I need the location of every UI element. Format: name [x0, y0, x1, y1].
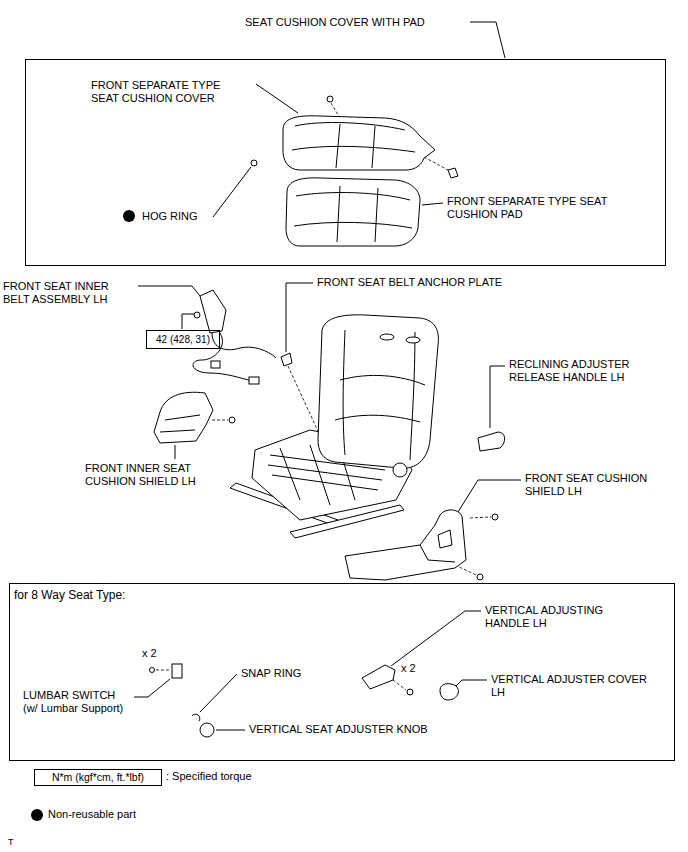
part-name: LUMBAR SWITCH (w/ Lumbar Support)	[23, 689, 126, 715]
seat-cushion-cover	[251, 160, 257, 166]
part-name: VERTICAL ADJUSTER COVER LH	[491, 673, 650, 699]
seat-belt-buckle	[249, 377, 259, 384]
seat-cushion-shield	[345, 510, 498, 580]
variant-heading: for 8 Way Seat Type:	[14, 589, 125, 602]
leader-line	[490, 366, 505, 428]
assembly-line	[470, 517, 491, 518]
seat-belt-buckle	[281, 353, 292, 366]
release-handle	[478, 432, 505, 451]
legend-text: : Specified torque	[166, 770, 252, 783]
torque-legend-box: N*m (kgf*cm, ft.*lbf)	[34, 769, 162, 786]
seat-frame	[230, 315, 438, 538]
seat-cushion-shield	[345, 510, 466, 580]
part-name: FRONT SEAT BELT ANCHOR PLATE	[317, 276, 502, 289]
seat-cushion-shield	[492, 514, 498, 520]
leader-line	[458, 480, 521, 512]
legend-swatch	[31, 809, 43, 821]
leader-line	[134, 679, 170, 697]
seat-frame	[406, 337, 420, 343]
leader-line	[456, 680, 487, 686]
assembly-line	[424, 157, 448, 170]
assembly-line	[455, 565, 476, 575]
inner-seat-shield	[229, 417, 235, 423]
seat-frame	[393, 463, 407, 477]
part-name: SNAP RING	[241, 667, 301, 680]
seat-cushion-shield	[477, 574, 483, 580]
part-name: FRONT INNER SEAT CUSHION SHIELD LH	[85, 462, 198, 488]
adjuster-parts	[362, 665, 395, 689]
seat-cushion-cover	[327, 96, 333, 102]
leader-line	[216, 730, 245, 731]
inner-seat-shield	[154, 392, 235, 443]
quantity-note: x 2	[142, 647, 157, 660]
part-name: VERTICAL SEAT ADJUSTER KNOB	[249, 723, 428, 736]
non-reusable-mark	[123, 210, 135, 222]
seat-cushion-cover	[292, 146, 415, 152]
leader-line	[134, 22, 521, 730]
seat-cushion-cover	[283, 116, 435, 170]
seat-cushion-shield	[420, 530, 455, 562]
non-reusable-mark	[123, 210, 135, 222]
seat-cushion-cover	[295, 123, 405, 130]
seat-belt-buckle	[200, 290, 226, 333]
legend-text: Non-reusable part	[48, 808, 136, 821]
assembly-line	[212, 420, 228, 421]
inner-seat-shield	[160, 415, 200, 432]
inner-seat-shield	[154, 392, 213, 443]
seat-cushion-cover	[448, 168, 458, 178]
part-name: FRONT SEAT CUSHION SHIELD LH	[525, 472, 650, 498]
seat-frame	[380, 334, 394, 340]
adjuster-parts	[407, 689, 413, 695]
part-name: VERTICAL ADJUSTING HANDLE LH	[485, 604, 606, 630]
part-name: FRONT SEPARATE TYPE SEAT CUSHION PAD	[447, 195, 610, 221]
part-name: RECLINING ADJUSTER RELEASE HANDLE LH	[509, 358, 633, 384]
figure-code: T	[8, 836, 14, 849]
leader-line	[286, 283, 313, 352]
group-heading: SEAT CUSHION COVER WITH PAD	[245, 16, 425, 29]
adjuster-parts	[150, 668, 155, 673]
leader-line	[391, 611, 481, 666]
part-name: HOG RING	[142, 210, 198, 223]
seat-cushion-pad	[294, 186, 412, 242]
assembly-line	[288, 366, 322, 440]
seat-frame	[318, 315, 438, 468]
adjuster-parts	[200, 723, 214, 737]
leader-line	[175, 445, 176, 459]
part-name: FRONT SEPARATE TYPE SEAT CUSHION COVER	[91, 79, 223, 105]
seat-cushion-cover	[251, 96, 458, 178]
leader-line	[200, 674, 237, 712]
seat-belt-buckle	[194, 312, 200, 318]
seat-frame	[335, 330, 425, 460]
seat-cushion-pad	[286, 178, 420, 246]
assembly-line	[393, 680, 406, 690]
leader-line	[213, 167, 251, 217]
leader-line	[138, 286, 200, 296]
seat-cushion-pad	[286, 178, 420, 246]
adjuster-parts	[440, 684, 458, 700]
adjuster-parts	[172, 664, 182, 678]
quantity-note: x 2	[401, 662, 416, 675]
leader-line	[470, 22, 505, 58]
leader-line	[256, 84, 298, 113]
adjuster-parts	[150, 664, 459, 737]
torque-unit: N*m (kgf*cm, ft.*lbf)	[52, 771, 144, 784]
release-handle	[478, 432, 505, 451]
leader-line	[422, 203, 443, 205]
torque-value: 42 (428, 31)	[156, 333, 210, 346]
assembly-line	[331, 103, 340, 118]
part-name: FRONT SEAT INNER BELT ASSEMBLY LH	[3, 280, 112, 306]
adjuster-parts	[192, 714, 200, 721]
leader-line	[182, 314, 194, 329]
seat-cushion-cover	[336, 124, 375, 168]
torque-box: 42 (428, 31)	[146, 330, 220, 349]
seat-belt-buckle	[211, 361, 220, 368]
assembly-line	[156, 670, 171, 671]
